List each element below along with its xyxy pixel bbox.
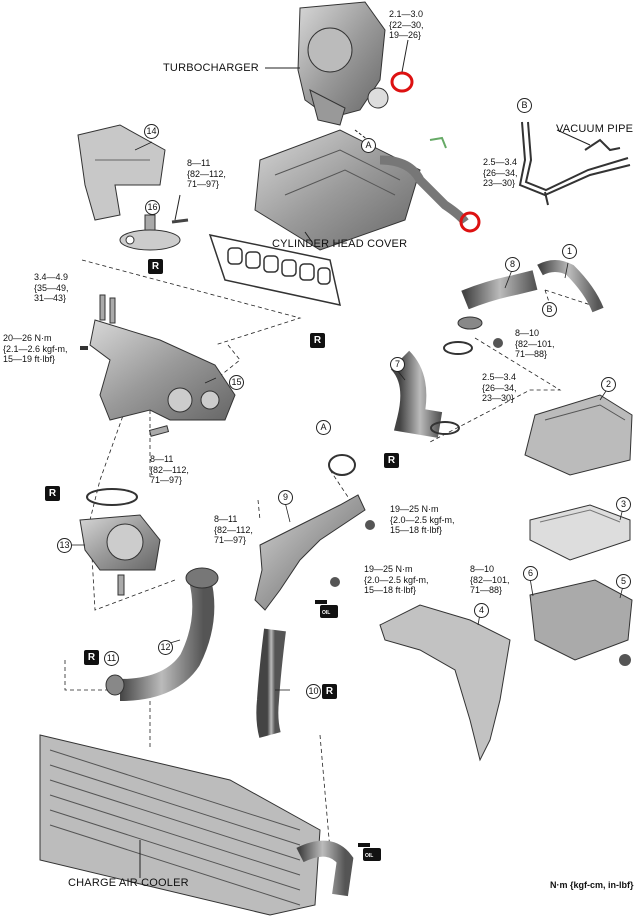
torque-studs: 3.4—4.9 {35—49, 31—43} — [34, 272, 69, 303]
torque-nut-upper: 19—25 N·m {2.0—2.5 kgf-m, 15—18 ft·lbf} — [390, 504, 455, 535]
label-cylinder-head-cover: CYLINDER HEAD COVER — [272, 238, 408, 250]
callout-b-hose: B — [542, 302, 557, 317]
air-hose-12 — [119, 577, 215, 701]
replace-mark-icon: R — [148, 259, 163, 274]
manifold-gasket-part — [208, 233, 341, 306]
torque-bolt16: 8—11 {82—112, 71—97} — [187, 158, 226, 189]
replace-mark-icon: R — [84, 650, 99, 665]
replace-mark-icon: R — [45, 486, 60, 501]
torque-pipe: 2.5—3.4 {26—34, 23—30} — [483, 157, 518, 188]
callout-b-vacuum: B — [517, 98, 532, 113]
label-units: N·m {kgf-cm, in-lbf} — [550, 880, 634, 890]
bolt-16-part — [119, 214, 181, 251]
heat-shield-part — [77, 124, 166, 221]
callout-3: 3 — [616, 497, 631, 512]
replace-mark-icon: R — [322, 684, 337, 699]
callout-14: 14 — [144, 124, 159, 139]
torque-sensor: 8—10 {82—101, 71—88} — [515, 328, 555, 359]
callout-8: 8 — [505, 257, 520, 272]
air-cleaner-case-5 — [529, 579, 633, 661]
stud-bolts — [99, 294, 116, 324]
callout-11: 11 — [104, 651, 119, 666]
oil-label: OIL — [322, 610, 331, 616]
air-filter-3 — [529, 504, 631, 561]
torque-nut-left: 20—26 N·m {2.1—2.6 kgf-m, 15—19 ft·lbf} — [3, 333, 68, 364]
cylinder-head-cover-part — [254, 129, 421, 251]
callout-12: 12 — [158, 640, 173, 655]
throttle-body-part — [79, 514, 161, 571]
torque-throttle: 8—11 {82—112, 71—97} — [214, 514, 253, 545]
pipe-gasket — [459, 211, 481, 233]
torque-turbo: 2.1—3.0 {22—30, 19—26} — [389, 9, 424, 40]
callout-5: 5 — [616, 574, 631, 589]
callout-7: 7 — [390, 357, 405, 372]
torque-bolt-lower: 8—10 {82—101, 71—88} — [470, 564, 510, 595]
gasket-a — [328, 454, 356, 476]
callout-a-top: A — [361, 138, 376, 153]
throttle-gasket — [86, 488, 138, 506]
replace-mark-icon: R — [384, 453, 399, 468]
torque-clamp: 2.5—3.4 {26—34, 23—30} — [482, 372, 517, 403]
label-turbocharger: TURBOCHARGER — [163, 62, 259, 74]
label-vacuum-pipe: VACUUM PIPE — [556, 123, 634, 135]
callout-16: 16 — [145, 200, 160, 215]
callout-a-gasket: A — [316, 420, 331, 435]
callout-2: 2 — [601, 377, 616, 392]
callout-13: 13 — [57, 538, 72, 553]
callout-1: 1 — [562, 244, 577, 259]
torque-nut-lower: 19—25 N·m {2.0—2.5 kgf-m, 15—18 ft·lbf} — [364, 564, 429, 595]
bellows-hose-7 — [390, 350, 443, 438]
duct-4 — [379, 604, 511, 762]
callout-4: 4 — [474, 603, 489, 618]
callout-9: 9 — [278, 490, 293, 505]
air-hose-8 — [461, 270, 538, 310]
oil-label-2: OIL — [365, 853, 374, 859]
callout-15: 15 — [229, 375, 244, 390]
air-hose-1 — [537, 260, 604, 313]
torque-manifold: 8—11 {82—112, 71—97} — [150, 454, 189, 485]
pipe-9-part — [254, 494, 366, 611]
hose-10 — [256, 628, 286, 738]
callout-6: 6 — [523, 566, 538, 581]
charge-air-cooler-part — [39, 734, 354, 916]
turbo-gasket — [390, 71, 414, 93]
vacuum-pipe-part — [518, 121, 631, 206]
callout-10: 10 — [306, 684, 321, 699]
intake-manifold-part — [89, 319, 236, 421]
label-charge-air-cooler: CHARGE AIR COOLER — [68, 877, 189, 889]
oil-can-icon — [315, 600, 338, 618]
turbocharger-part — [297, 1, 389, 126]
oil-can-icon-2 — [358, 843, 381, 861]
replace-mark-icon: R — [310, 333, 325, 348]
air-cleaner-cover-2 — [524, 394, 633, 476]
